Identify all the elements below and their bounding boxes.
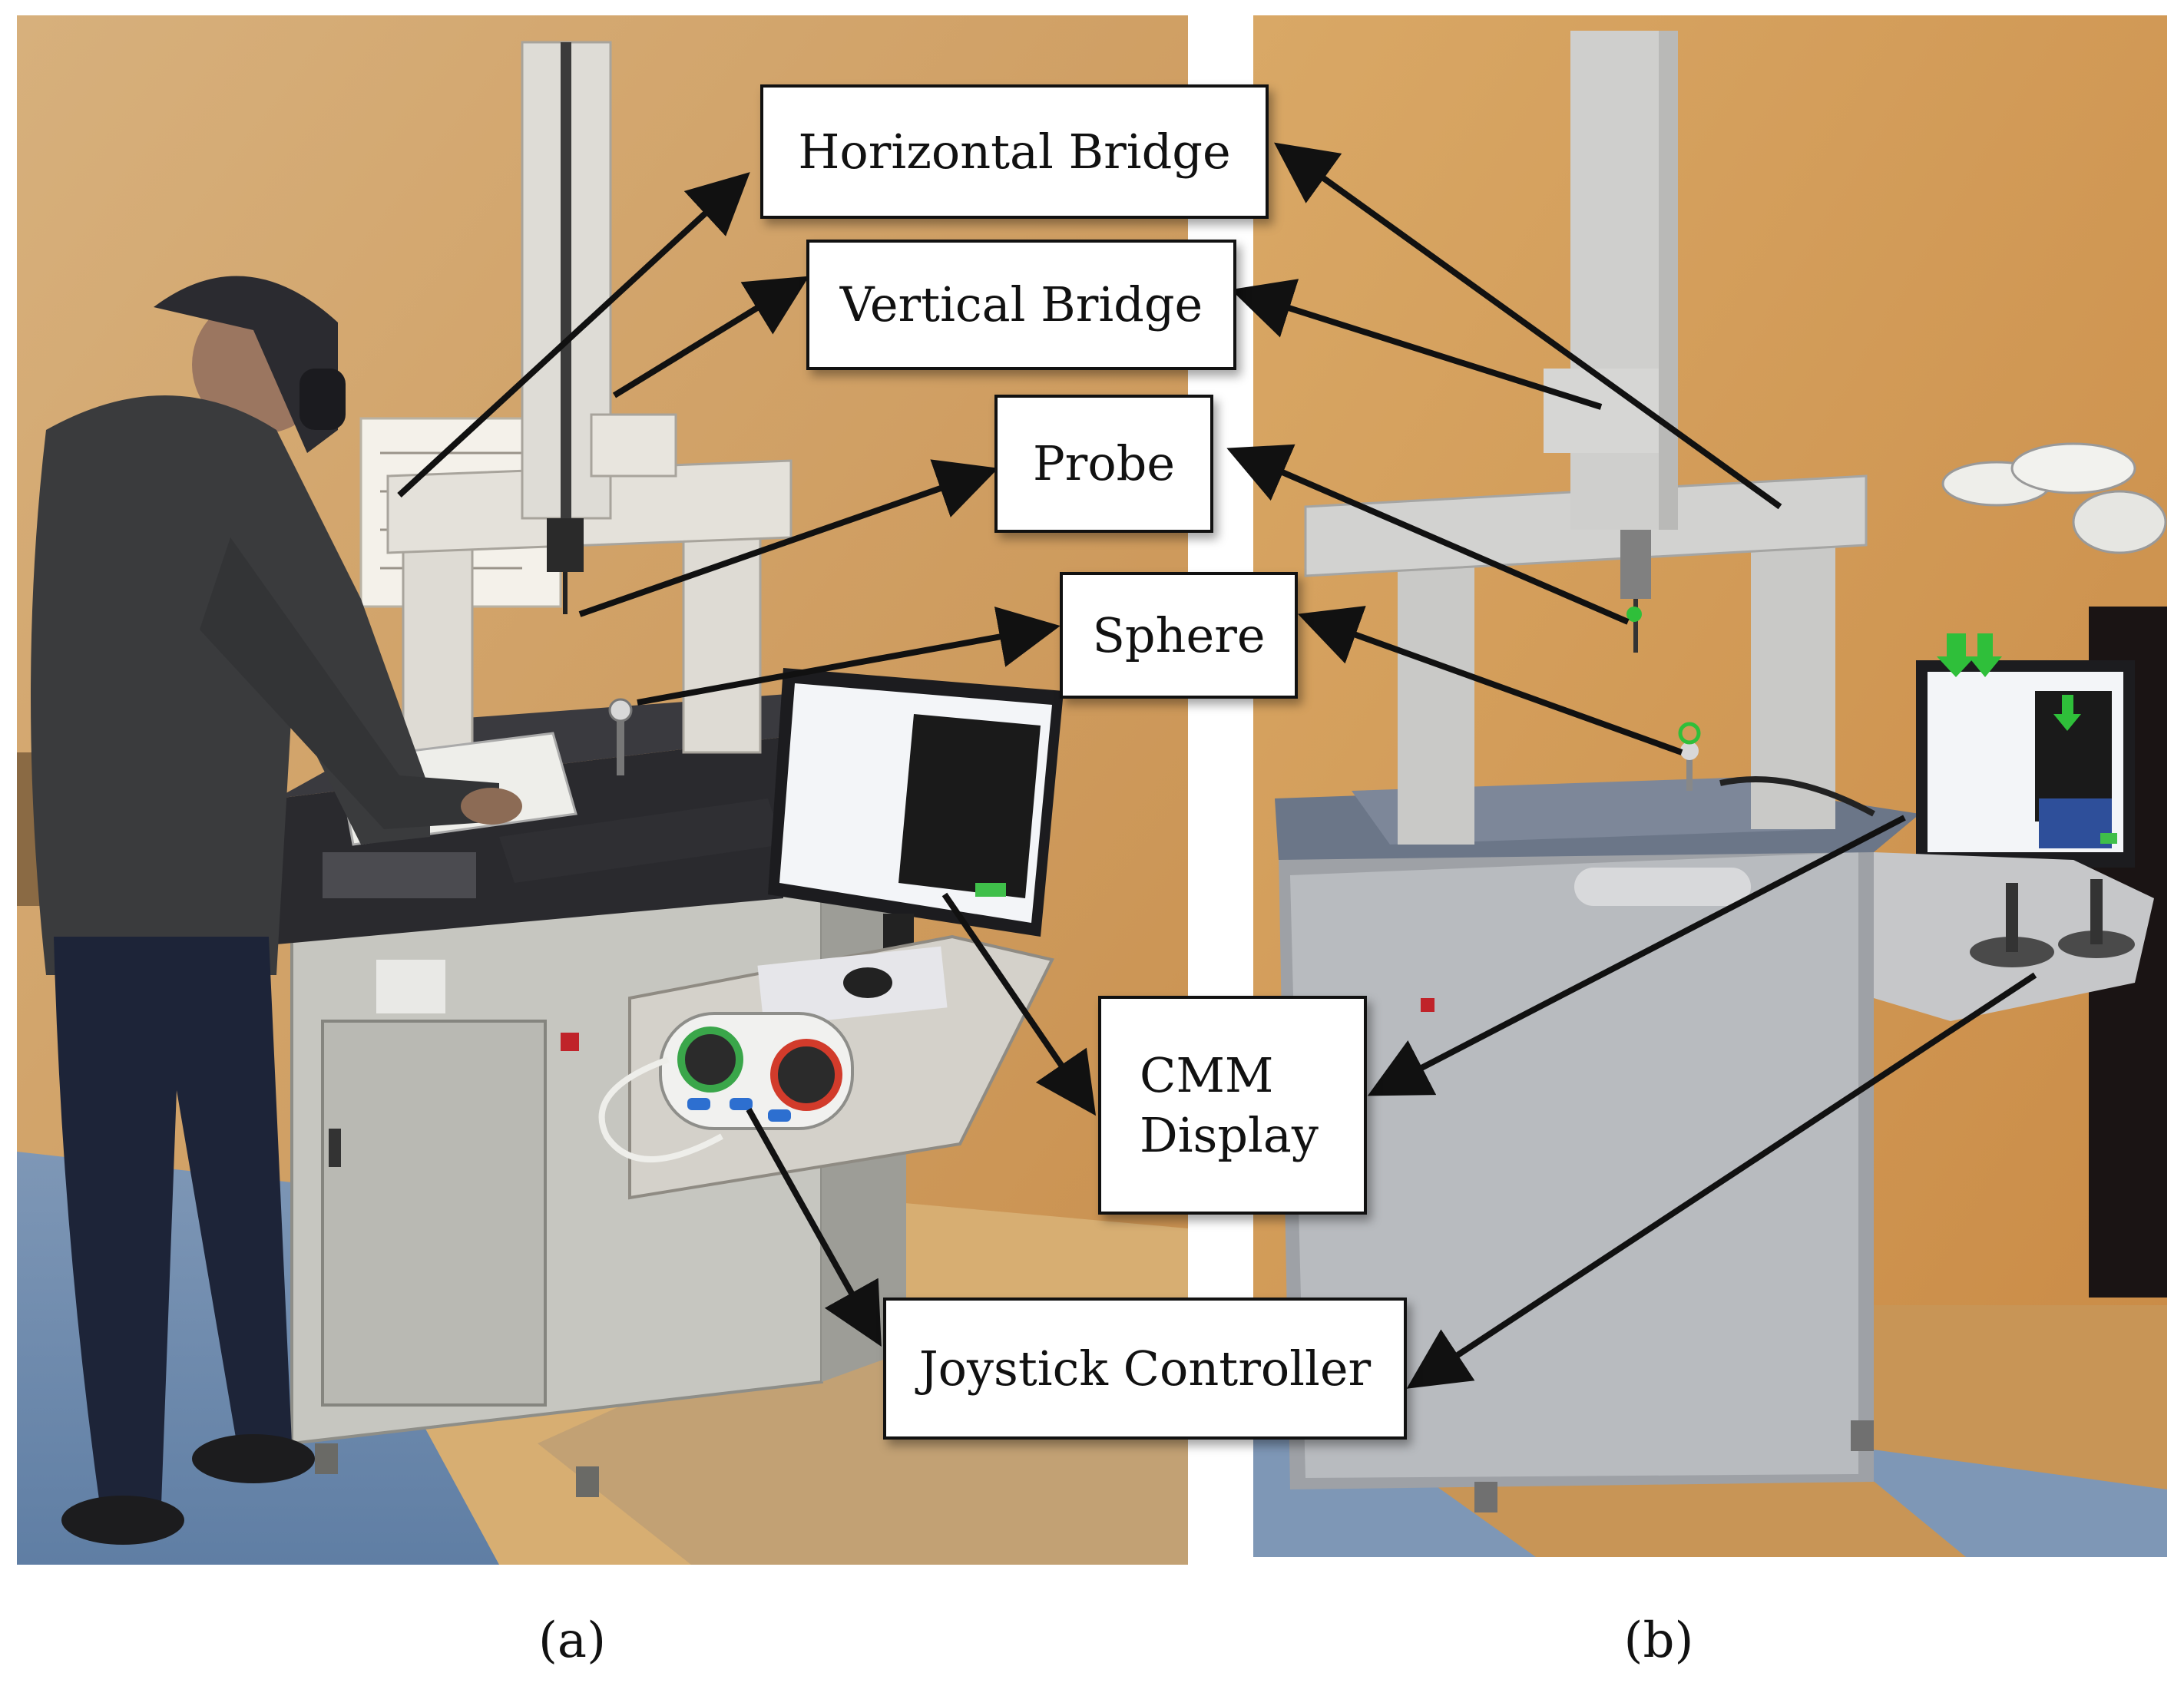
power-indicator (561, 1033, 579, 1051)
panel-label-a: (a) (538, 1612, 607, 1669)
monitor-green-button (975, 883, 1006, 897)
panel-label-b: (b) (1623, 1612, 1694, 1669)
virtual-down-arrow-2 (1968, 633, 2002, 677)
virtual-probe-head (1620, 530, 1651, 599)
controller-dial-left (677, 1026, 743, 1093)
virtual-foot-right (1851, 1420, 1874, 1451)
virtual-right-column (1751, 507, 1835, 829)
operator-shoe-right (192, 1434, 315, 1483)
left-column (402, 536, 474, 754)
keyboard-tray (499, 798, 783, 883)
cabinet-lock (329, 1129, 341, 1167)
z-carriage (590, 413, 677, 478)
cabinet-door (321, 1020, 547, 1407)
virtual-sphere (1680, 742, 1699, 760)
virtual-power-indicator (1421, 998, 1434, 1012)
rolled-papers (1941, 442, 2167, 554)
operator-hand (461, 788, 522, 825)
controller-button-3 (768, 1109, 791, 1122)
arrow-sphere-left (637, 607, 1061, 706)
arrow-probe-left (578, 459, 999, 617)
arrow-cmm-display-left (941, 892, 1097, 1116)
paper-roll-3 (2072, 490, 2167, 554)
controller-dial-right (770, 1039, 842, 1111)
paper-roll-2 (2010, 442, 2136, 494)
arrow-vertical-bridge-right (1230, 279, 1603, 410)
virtual-probe-marker (1626, 607, 1642, 622)
virtual-foot-left (1474, 1482, 1497, 1512)
arrow-probe-right (1226, 444, 1630, 625)
virtual-monitor (1916, 633, 2135, 868)
monitor-dark-panel (898, 714, 1041, 898)
cmm-monitor-photo (768, 668, 1064, 975)
headset-visor (299, 369, 346, 430)
probe-head-photo (547, 518, 584, 572)
cabinet-label (376, 960, 445, 1013)
virtual-left-column (1398, 537, 1474, 845)
table-label (323, 852, 476, 898)
arrow-horizontal-bridge-left (397, 172, 750, 498)
callout-joystick-controller: Joystick Controller (883, 1298, 1407, 1440)
ram-stripe (561, 42, 571, 518)
arrow-sphere-right (1297, 606, 1683, 755)
arrow-horizontal-bridge-right (1274, 142, 1782, 510)
callout-vertical-bridge: Vertical Bridge (806, 240, 1236, 370)
virtual-sphere-marker (1678, 722, 1701, 745)
cabinet-foot-left (315, 1443, 338, 1474)
operator-person (31, 276, 522, 1545)
operator-shoe-left (61, 1496, 184, 1545)
callout-arrows (397, 142, 2037, 1389)
controller-button-2 (730, 1098, 753, 1110)
arrow-joystick-right (1406, 972, 2037, 1389)
arrow-joystick-left (746, 1108, 882, 1347)
virtual-cabinet-label (1574, 868, 1751, 906)
virtual-monitor-panel (2039, 798, 2112, 848)
panel-b-carpet-right (1828, 1443, 2167, 1557)
callout-horizontal-bridge: Horizontal Bridge (760, 84, 1269, 219)
operator-arm (200, 537, 499, 829)
operator-headset (154, 276, 338, 453)
callout-sphere: Sphere (1060, 572, 1298, 699)
virtual-joystick-left (2006, 883, 2018, 952)
mouse (843, 967, 892, 998)
virtual-down-arrow-1 (1937, 633, 1975, 677)
virtual-monitor-green (2100, 833, 2117, 844)
cabinet-foot-right (576, 1466, 599, 1497)
virtual-carriage (1544, 369, 1659, 453)
operator-hoodie (31, 395, 430, 975)
virtual-cable (1719, 776, 1875, 817)
virtual-joystick-right (2090, 879, 2103, 944)
arrow-vertical-bridge-left (612, 276, 809, 398)
joystick-controller-photo (659, 1012, 854, 1130)
arrow-cmm-display-right (1367, 815, 1906, 1096)
callout-cmm-display: CMM Display (1098, 996, 1367, 1215)
virtual-down-arrow-3 (2053, 695, 2081, 731)
right-column (682, 505, 762, 754)
controller-button-1 (687, 1098, 710, 1110)
virtual-ram-shadow (1659, 31, 1678, 530)
callout-probe: Probe (994, 395, 1213, 533)
controller-cable (598, 1056, 723, 1162)
operator-jeans (54, 937, 292, 1505)
sphere-photo (608, 698, 633, 722)
